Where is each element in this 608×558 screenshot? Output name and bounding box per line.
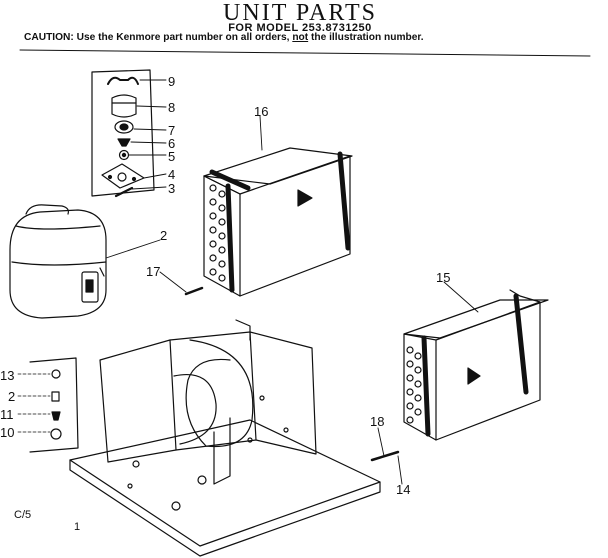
footer-mark: 1: [74, 521, 80, 533]
condenser-tubes: [406, 346, 422, 424]
callout-12: 2: [8, 389, 15, 404]
caution-suffix: the illustration number.: [308, 32, 424, 43]
callout-2: 2: [160, 228, 167, 243]
compressor: [9, 204, 161, 319]
condenser-coil: [403, 281, 549, 441]
callout-17: 17: [146, 264, 160, 279]
part-18-14: [370, 427, 403, 485]
callout-14: 14: [396, 482, 410, 497]
header-rule: [19, 49, 591, 57]
part-17-screw: [159, 271, 204, 296]
header: UNIT PARTS FOR MODEL 253.8731250 CAUTION…: [0, 0, 608, 60]
callout-15: 15: [436, 270, 450, 285]
caution-note: CAUTION: Use the Kenmore part number on …: [24, 32, 424, 43]
callout-18: 18: [370, 414, 384, 429]
fastener-panel: [17, 357, 79, 453]
callout-16: 16: [254, 104, 268, 119]
base-pan: [69, 419, 381, 557]
callout-3: 3: [168, 181, 175, 196]
callout-7: 7: [168, 123, 175, 138]
callout-6: 6: [168, 136, 175, 151]
evaporator-tubes: [209, 184, 226, 282]
model-subtitle: FOR MODEL 253.8731250: [228, 22, 372, 34]
evaporator-coil: [203, 115, 353, 297]
page-title: UNIT PARTS: [223, 0, 377, 26]
callout-13: 13: [0, 368, 14, 383]
callout-8: 8: [168, 100, 175, 115]
leaders-small-parts: [128, 79, 167, 190]
footer-code: C/5: [14, 509, 31, 521]
callout-5: 5: [168, 149, 175, 164]
caution-emphasis: not: [292, 32, 309, 43]
callout-labels: 9 8 7 6 5 4 3 2 16 17 15 13 2 11 10 18 1…: [0, 74, 450, 533]
blower-housing: [99, 319, 317, 485]
caution-text: CAUTION: Use the Kenmore part number on …: [24, 32, 293, 43]
callout-10: 10: [0, 425, 14, 440]
small-parts-panel: [91, 69, 155, 198]
callout-4: 4: [168, 167, 175, 182]
callout-9: 9: [168, 74, 175, 89]
callout-11: 11: [0, 407, 14, 422]
